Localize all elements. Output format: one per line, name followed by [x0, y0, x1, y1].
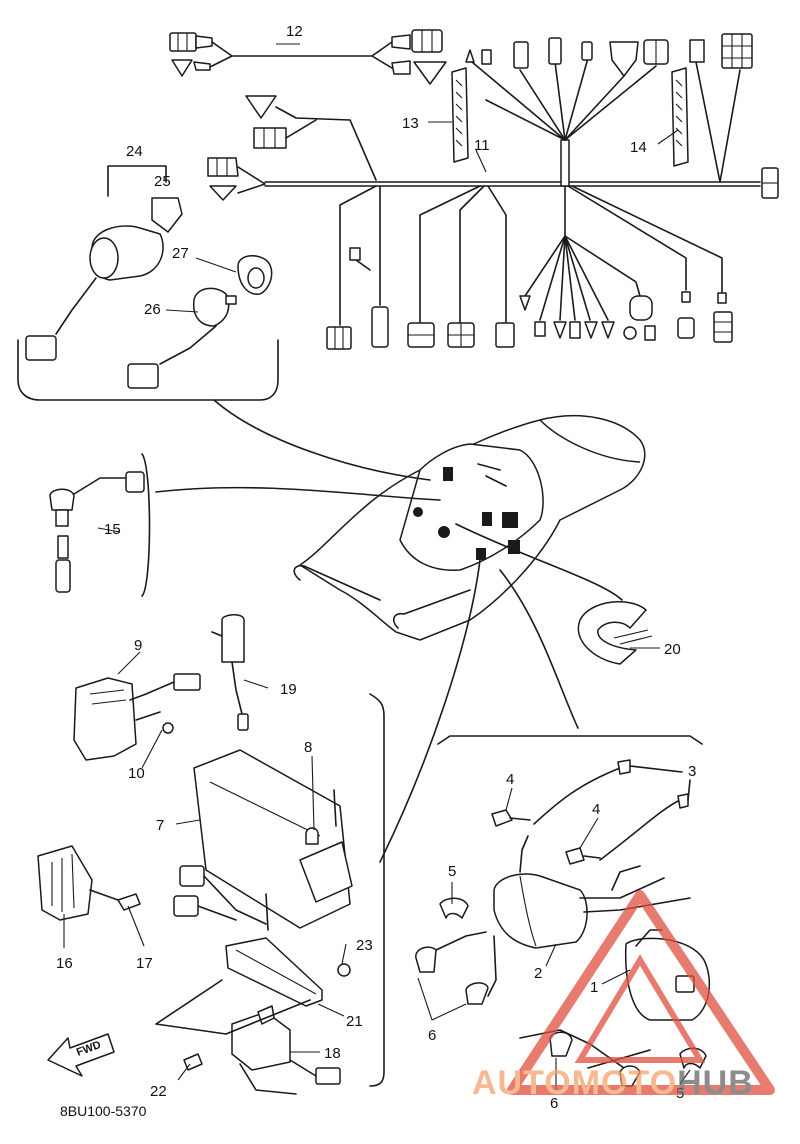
callout-19: 19	[280, 681, 297, 698]
sensor-15	[49, 453, 151, 597]
callout-16: 16	[56, 955, 73, 972]
watermark-text: AUTOMOTOHUB	[472, 1064, 754, 1102]
leader-lines	[63, 43, 691, 1090]
callout-26: 26	[144, 301, 161, 318]
callout-24: 24	[126, 143, 143, 160]
callout-4b: 4	[592, 801, 600, 818]
main-switch-group	[17, 165, 279, 401]
callout-23: 23	[356, 937, 373, 954]
callout-22: 22	[150, 1083, 167, 1100]
callout-5a: 5	[448, 863, 456, 880]
watermark-part1: AUTO	[472, 1064, 572, 1102]
callout-7: 7	[156, 817, 164, 834]
main-harness-11	[207, 33, 779, 350]
relay-group	[155, 937, 351, 1095]
callout-13: 13	[402, 115, 419, 132]
callout-6b: 6	[550, 1095, 558, 1112]
callout-25: 25	[154, 173, 171, 190]
rectifier-group	[73, 614, 249, 761]
callout-21: 21	[346, 1013, 363, 1030]
callout-20: 20	[664, 641, 681, 658]
callout-14: 14	[630, 139, 647, 156]
inner-triangle-icon	[574, 954, 706, 1063]
wire-harness-group	[169, 29, 779, 350]
band-13	[451, 67, 469, 163]
watermark-part2: MOTO	[572, 1064, 677, 1102]
callout-11: 11	[474, 137, 490, 154]
callout-labels: 12 13 11 14 24 25 27 26 15 20 9 19 10 8 …	[56, 23, 696, 1112]
watermark-logo: AUTOMOTOHUB	[472, 890, 775, 1102]
callout-12: 12	[286, 23, 303, 40]
callout-10: 10	[128, 765, 145, 782]
callout-6a: 6	[428, 1027, 436, 1044]
band-20	[577, 600, 653, 665]
callout-18: 18	[324, 1045, 341, 1062]
part-number: 8BU100-5370	[60, 1103, 147, 1119]
callout-1: 1	[590, 979, 598, 996]
callout-2: 2	[534, 965, 542, 982]
watermark-part3: HUB	[677, 1064, 754, 1102]
callout-9: 9	[134, 637, 142, 654]
callout-27: 27	[172, 245, 189, 262]
snowmobile-body	[155, 399, 646, 863]
callout-8: 8	[304, 739, 312, 756]
ignition-group	[415, 735, 711, 1087]
fwd-arrow-icon: FWD	[47, 1033, 115, 1077]
callout-3: 3	[688, 763, 696, 780]
callout-15: 15	[104, 521, 121, 538]
sub-lead-12	[169, 29, 447, 85]
band-14	[671, 67, 689, 167]
warning-triangle-icon	[507, 890, 775, 1095]
callout-4a: 4	[506, 771, 514, 788]
callout-17: 17	[136, 955, 153, 972]
ecu-group	[37, 693, 385, 1087]
